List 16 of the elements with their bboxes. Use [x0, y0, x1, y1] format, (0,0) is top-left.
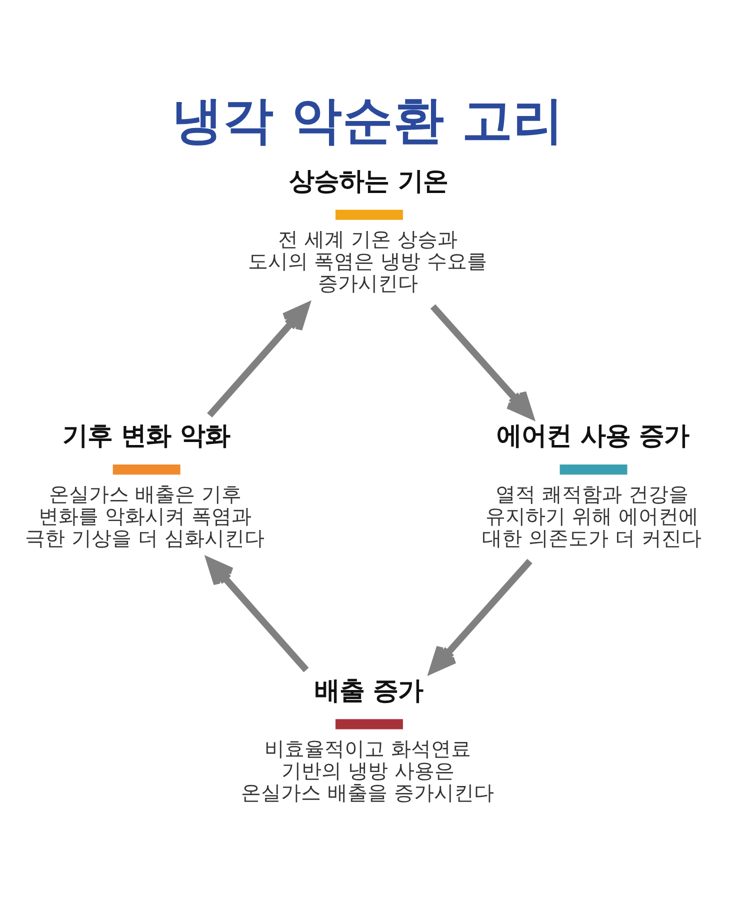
node-label: 상승하는 기온: [289, 166, 448, 196]
node-label: 온실가스 배출은 기후 변화를 악화시켜 폭염과 극한 기상을 더 심화시킨다: [25, 481, 264, 550]
node-label: 기후 변화 악화: [62, 420, 230, 450]
node-box: [560, 464, 628, 474]
arrow: [430, 304, 534, 418]
node-label: 비효율적이고 화석연료 기반의 냉방 사용은 온실가스 배출을 증가시킨다: [241, 736, 494, 804]
arrow: [206, 557, 309, 672]
node-label: 에어컨 사용 증가: [496, 420, 690, 450]
diagram-title: 냉각 악순환 고리: [172, 90, 564, 149]
node-label: 배출 증가: [314, 675, 424, 704]
arrow: [207, 302, 310, 418]
node-box: [335, 718, 403, 729]
node-box: [335, 209, 403, 220]
node-label: 전 세계 기온 상승과 도시의 폭염은 냉방 수요를 증가시킨다: [248, 226, 488, 295]
node-label: 열적 쾌적함과 건강을 유지하기 위해 에어컨에 대한 의존도가 더 커진다: [482, 481, 702, 550]
node-box: [112, 464, 180, 474]
